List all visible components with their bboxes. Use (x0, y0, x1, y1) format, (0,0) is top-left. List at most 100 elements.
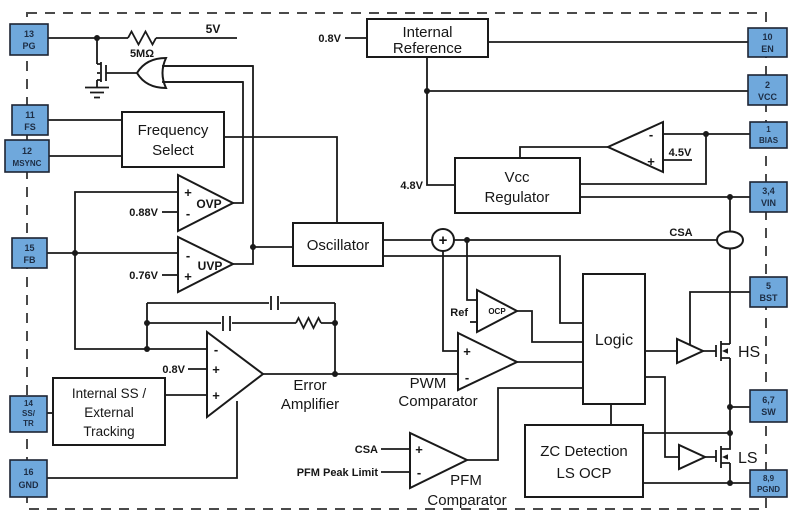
vcc-regulator-label2: Regulator (484, 189, 549, 206)
pin-en: 10 EN (747, 27, 788, 58)
internal-reference-block (366, 18, 489, 58)
internal-ss-label2: External (84, 405, 134, 420)
rail-5v-label: 5V (206, 22, 221, 36)
hs-mosfet (703, 341, 730, 361)
hs-driver (676, 337, 706, 365)
pfm-label1: PFM (450, 472, 482, 489)
svg-text:8,9: 8,9 (763, 474, 775, 483)
oscillator-label: Oscillator (307, 237, 370, 254)
internal-ss-label3: Tracking (83, 424, 134, 439)
wire-logic-lsdriver (645, 376, 679, 458)
uvp-label: UVP (198, 259, 223, 273)
svg-text:12: 12 (22, 146, 32, 156)
uvp-minus: - (186, 248, 190, 263)
pwm-label2: Comparator (398, 393, 477, 410)
svg-text:PG: PG (22, 41, 35, 51)
pin-vin: 3,4 VIN (749, 181, 788, 213)
svg-text:TR: TR (23, 419, 34, 428)
pwm-plus: + (463, 344, 471, 359)
svg-text:1: 1 (766, 125, 771, 134)
svg-text:VCC: VCC (758, 92, 778, 102)
svg-text:GND: GND (19, 480, 40, 490)
uvp-plus: + (184, 269, 192, 284)
internal-ss-block (52, 377, 166, 446)
svg-text:11: 11 (25, 110, 35, 120)
internal-ss-label1: Internal SS / (72, 386, 147, 401)
pg-mosfet (96, 38, 137, 87)
wire-ref-vccreg (426, 57, 455, 186)
vcc-regulator-block (454, 157, 581, 214)
or-gate-inputs (162, 65, 253, 83)
left-pins: 13 PG 11 FS 12 MSYNC 15 FB 14 SS/ TR 16 … (4, 23, 50, 498)
ls-driver (678, 443, 708, 471)
logic-label: Logic (595, 332, 633, 349)
ground-symbol (85, 86, 109, 99)
uvp-ref-label: 0.76V (129, 270, 158, 282)
svg-text:SW: SW (761, 407, 776, 417)
pin-pg: 13 PG (9, 23, 49, 56)
zc-detection-label2: LS OCP (556, 465, 611, 482)
pfm-minus: - (417, 465, 421, 480)
pin-sw: 6,7 SW (749, 389, 788, 423)
v48-label: 4.8V (400, 180, 423, 192)
uvp-comparator (177, 235, 236, 294)
svg-text:VIN: VIN (761, 198, 776, 208)
frequency-select-label2: Select (152, 142, 195, 159)
csa-main-label: CSA (669, 227, 692, 239)
pin-bias: 1 BIAS (749, 121, 788, 149)
summing-junction (431, 228, 455, 252)
svg-text:5: 5 (766, 281, 771, 291)
ovp-label: OVP (196, 197, 221, 211)
internal-reference-label2: Reference (393, 40, 462, 57)
wire-bias-vccreg (580, 134, 707, 185)
wire-gnd-erroramp (47, 401, 238, 479)
wire-freqsel-oscillator (224, 136, 338, 223)
error-amplifier (206, 330, 265, 420)
pullup-res-label: 5MΩ (130, 48, 154, 60)
wire-bst-hsdriver (689, 291, 750, 345)
bias-comparator (605, 120, 664, 174)
svg-text:14: 14 (24, 399, 33, 408)
svg-text:EN: EN (761, 44, 774, 54)
error-amp-label1: Error (293, 377, 326, 394)
ovp-minus: - (186, 206, 190, 221)
svg-text:PGND: PGND (757, 485, 780, 494)
csa-sense-oval (716, 230, 744, 250)
pin-pgnd: 8,9 PGND (749, 469, 788, 498)
ls-mosfet-arrow (722, 454, 728, 460)
pin-fs: 11 FS (11, 104, 49, 136)
wire-fb-erroramp (74, 253, 207, 350)
svg-text:2: 2 (765, 80, 770, 90)
pin-fb: 15 FB (11, 237, 48, 269)
wire-ocp-logic (517, 310, 583, 343)
svg-text:13: 13 (24, 29, 34, 39)
biascomp-ref-label: 4.5V (669, 147, 692, 159)
pfm-comparator (409, 431, 470, 490)
pwm-label1: PWM (410, 375, 447, 392)
wires (47, 29, 750, 484)
ls-mosfet (705, 358, 731, 468)
pwm-comparator (457, 331, 520, 392)
svg-text:10: 10 (762, 32, 772, 42)
pullup-resistor (127, 29, 157, 47)
pfm-peak-limit-label: PFM Peak Limit (297, 467, 379, 479)
pfm-label2: Comparator (427, 492, 506, 509)
ea-ref-label: 0.8V (162, 364, 185, 376)
wire-biascomp-vccreg (519, 146, 608, 158)
pin-msync: 12 MSYNC (4, 139, 50, 173)
internal-reference-label1: Internal (402, 24, 452, 41)
svg-text:BST: BST (760, 293, 779, 303)
biascomp-plus: + (647, 154, 655, 169)
zc-detection-block (524, 424, 644, 498)
ocp-label: OCP (488, 307, 506, 316)
ocp-ref-label: Ref (450, 307, 468, 319)
wire-pfm-logic (467, 387, 583, 461)
ls-label: LS (738, 450, 758, 467)
frequency-select-label1: Frequency (138, 122, 209, 139)
logic-block (582, 273, 646, 405)
svg-text:3,4: 3,4 (762, 186, 775, 196)
sum-plus-sign: + (439, 232, 448, 249)
pin-vcc: 2 VCC (747, 74, 788, 106)
